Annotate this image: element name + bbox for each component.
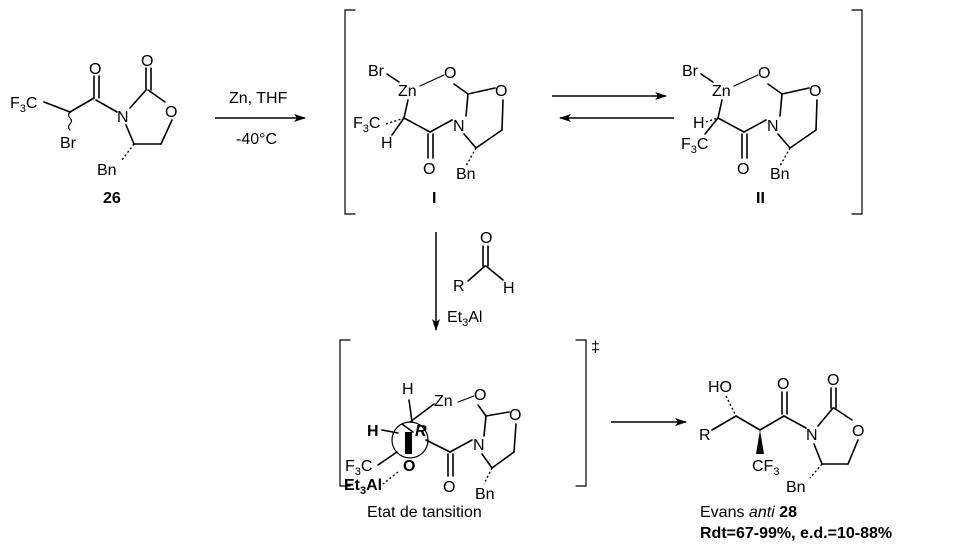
zn-label: Zn <box>712 83 731 100</box>
acyl-oxygen: O <box>737 161 749 178</box>
intermediates-bracket <box>344 9 863 215</box>
wedge-bond <box>405 432 412 454</box>
ring-oxygen: O <box>509 407 521 424</box>
bn-label: Bn <box>786 479 806 496</box>
aldehyde-r-label: R <box>453 278 465 295</box>
product-28: HO R CF3 O N O O Bn Evans anti 28 Rdt=67… <box>699 372 892 542</box>
transition-state: ‡ H Zn O H R F3C O Et3Al O N O Bn Etat d… <box>339 339 600 521</box>
h-left-label: H <box>367 423 379 440</box>
nitrogen-label: N <box>806 427 818 444</box>
ring-carbonyl-oxygen: O <box>827 372 839 389</box>
zn-label: Zn <box>434 393 453 410</box>
aldehyde-oxygen-ts: O <box>403 458 415 475</box>
aldehyde-oxygen: O <box>480 230 492 247</box>
dagger-symbol: ‡ <box>591 339 600 356</box>
reaction-arrow-1: Zn, THF -40°C <box>215 90 306 148</box>
h-label: H <box>381 135 393 152</box>
bn-label: Bn <box>456 166 476 183</box>
product-name: Evans anti 28 <box>700 504 797 521</box>
br-label: Br <box>682 63 699 80</box>
ho-label: HO <box>708 379 732 396</box>
ring-oxygen: O <box>809 83 821 100</box>
intermediate-ii-number: II <box>756 190 765 207</box>
chelate-oxygen: O <box>444 65 456 82</box>
r-label: R <box>415 423 427 440</box>
f3c-label: F3C <box>10 95 37 115</box>
nitrogen-label: N <box>473 437 485 454</box>
transition-state-caption: Etat de tansition <box>367 504 482 521</box>
br-label: Br <box>368 63 385 80</box>
ring-oxygen: O <box>495 83 507 100</box>
r-label: R <box>699 427 711 444</box>
nitrogen-label: N <box>117 109 129 126</box>
chelate-oxygen: O <box>474 387 486 404</box>
aldehyde-h-label: H <box>503 280 515 297</box>
reaction-arrow-2: R O H Et3Al <box>432 230 515 331</box>
chelate-oxygen: O <box>758 65 770 82</box>
acyl-oxygen: O <box>777 376 789 393</box>
acyl-oxygen: O <box>423 161 435 178</box>
acyl-oxygen: O <box>89 61 101 78</box>
reagent-zn-thf: Zn, THF <box>229 90 288 107</box>
wavy-stereo-bond <box>67 111 73 131</box>
nitrogen-label: N <box>767 118 779 135</box>
intermediate-i-number: I <box>432 190 436 207</box>
coordination-bond <box>419 74 445 87</box>
equilibrium-arrows <box>552 92 674 122</box>
compound-26-number: 26 <box>103 190 121 207</box>
ring-oxygen: O <box>852 423 864 440</box>
intermediate-ii: Br Zn O H F3C O N O Bn II <box>681 63 821 207</box>
acyl-oxygen: O <box>443 479 455 496</box>
zn-label: Zn <box>398 83 417 100</box>
h-label: H <box>693 115 705 132</box>
ring-oxygen: O <box>165 104 177 121</box>
bn-label: Bn <box>475 486 495 503</box>
intermediate-i: Br Zn O F3C H O N O Bn I <box>353 63 507 207</box>
yield-ed-label: Rdt=67-99%, e.d.=10-88% <box>700 525 892 542</box>
f3c-label: F3C <box>345 458 372 478</box>
compound-26: F3C Br O N O O Bn 26 <box>10 53 177 207</box>
et3al-reagent: Et3Al <box>447 309 482 329</box>
ring-carbonyl-oxygen: O <box>141 53 153 70</box>
temperature-label: -40°C <box>236 131 277 148</box>
wedge-bond <box>756 430 764 454</box>
f3c-label: F3C <box>353 115 380 135</box>
h-top-label: H <box>402 381 414 398</box>
br-label: Br <box>60 135 77 152</box>
et3al-label: Et3Al <box>344 477 382 497</box>
nitrogen-label: N <box>453 118 465 135</box>
f3c-label: F3C <box>681 136 708 156</box>
cf3-label: CF3 <box>752 458 779 478</box>
bn-label: Bn <box>97 162 117 179</box>
bn-label: Bn <box>770 166 790 183</box>
coordination-bond <box>733 74 759 87</box>
